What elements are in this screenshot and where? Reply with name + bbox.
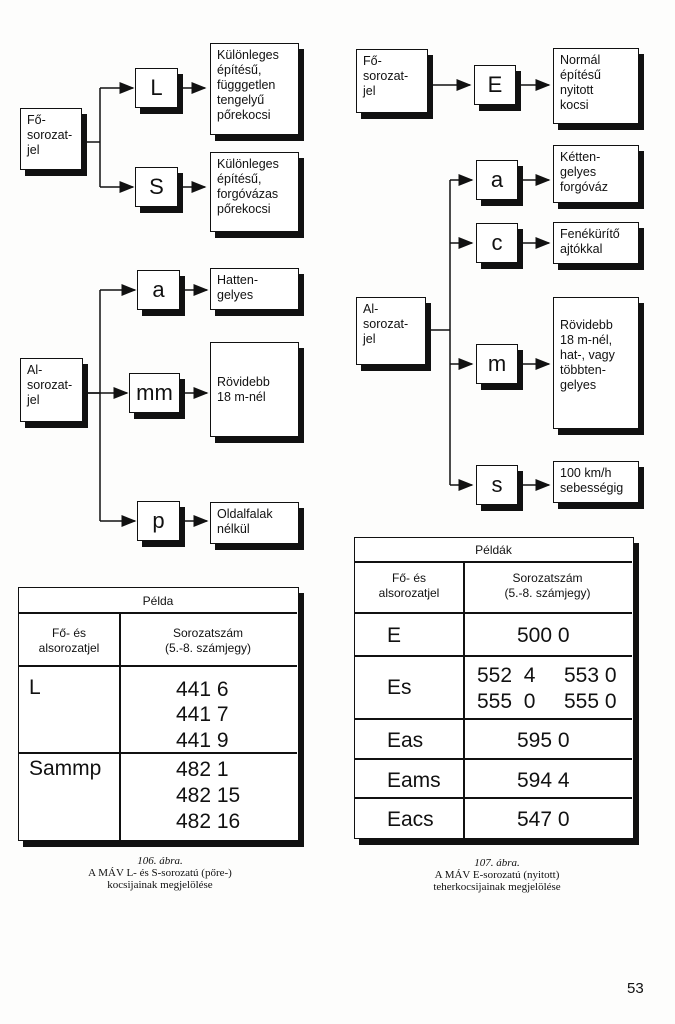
divider	[355, 612, 632, 614]
right-figure-caption: 107. ábra. A MÁV E-sorozatú (nyitott) te…	[397, 857, 597, 893]
right-code-box-E: E	[474, 65, 516, 105]
divider	[355, 718, 632, 720]
left-code-box-mm: mm	[129, 373, 180, 413]
right-table-col1-header: Fő- és alsorozatjel	[378, 571, 440, 600]
right-table-row2-num1: 552 4	[477, 664, 536, 687]
divider	[355, 797, 632, 799]
right-table-row2-code: Es	[387, 676, 412, 699]
right-examples-table: Példák Fő- és alsorozatjel Sorozatszám (…	[354, 537, 634, 839]
left-table-title: Példa	[142, 594, 174, 608]
right-caption-text: A MÁV E-sorozatú (nyitott) teherkocsijai…	[433, 869, 561, 893]
right-desc-box-a: Kétten- gelyes forgóváz	[553, 145, 639, 203]
divider	[355, 561, 632, 563]
left-table-row2-num2: 482 15	[176, 784, 241, 807]
divider	[119, 612, 121, 840]
right-desc-box-c: Fenékürítő ajtókkal	[553, 222, 639, 264]
left-table-row1-code: L	[29, 676, 41, 699]
right-table-row2-num2: 553 0	[564, 664, 617, 687]
left-table-row2-num1: 482 1	[176, 758, 229, 781]
right-desc-box-E: Normál építésű nyitott kocsi	[553, 48, 639, 124]
right-table-row3-num: 595 0	[517, 729, 570, 752]
left-table-row1-num3: 441 9	[176, 729, 229, 752]
left-table-col2-header: Sorozatszám (5.-8. számjegy)	[164, 626, 252, 655]
right-table-col2-header: Sorozatszám (5.-8. számjegy)	[504, 571, 591, 600]
right-caption-number: 107. ábra.	[474, 857, 520, 869]
left-code-box-a: a	[137, 270, 180, 310]
divider	[463, 561, 465, 838]
right-table-row1-code: E	[387, 624, 402, 647]
divider	[19, 612, 297, 614]
left-code-box-p: p	[137, 501, 180, 541]
left-desc-box-S: Különleges építésű, forgóvázas pőrekocsi	[210, 152, 299, 232]
page-number: 53	[627, 980, 644, 997]
left-caption-text: A MÁV L- és S-sorozatú (pőre-) kocsijain…	[88, 867, 232, 891]
right-code-box-m: m	[476, 344, 518, 384]
right-table-row1-num: 500 0	[517, 624, 570, 647]
right-main-series-box: Fő- sorozat- jel	[356, 49, 428, 113]
right-desc-box-m: Rövidebb 18 m-nél, hat-, vagy többten- g…	[553, 297, 639, 429]
right-code-box-a: a	[476, 160, 518, 200]
left-table-row2-num3: 482 16	[176, 810, 241, 833]
right-code-box-c: c	[476, 223, 518, 263]
right-table-title: Példák	[475, 543, 512, 557]
left-figure-caption: 106. ábra. A MÁV L- és S-sorozatú (pőre-…	[60, 855, 260, 891]
left-code-box-S: S	[135, 167, 178, 207]
divider	[355, 655, 632, 657]
left-code-box-L: L	[135, 68, 178, 108]
right-table-row2-num3: 555 0	[477, 690, 536, 713]
right-table-row3-code: Eas	[387, 729, 424, 752]
divider	[355, 758, 632, 760]
right-desc-box-s: 100 km/h sebességig	[553, 461, 639, 503]
left-table-row2-code: Sammp	[29, 757, 102, 780]
right-table-row5-code: Eacs	[387, 808, 434, 831]
left-table-row1-num2: 441 7	[176, 703, 229, 726]
left-desc-box-p: Oldalfalak nélkül	[210, 502, 299, 544]
right-table-row2-num4: 555 0	[564, 690, 617, 713]
right-table-row4-code: Eams	[387, 769, 441, 792]
right-table-row4-num: 594 4	[517, 769, 570, 792]
left-caption-number: 106. ábra.	[137, 855, 183, 867]
left-main-series-box: Fő- sorozat- jel	[20, 108, 82, 170]
right-code-box-s: s	[476, 465, 518, 505]
left-table-row1-num1: 441 6	[176, 678, 229, 701]
left-example-table: Példa Fő- és alsorozatjel Sorozatszám (5…	[18, 587, 299, 841]
right-table-row5-num: 547 0	[517, 808, 570, 831]
left-desc-box-mm: Rövidebb 18 m-nél	[210, 342, 299, 437]
left-desc-box-a: Hatten- gelyes	[210, 268, 299, 310]
divider	[19, 665, 297, 667]
left-desc-mm-text: Rövidebb 18 m-nél	[217, 374, 270, 404]
left-sub-series-box: Al- sorozat- jel	[20, 358, 83, 422]
left-table-col1-header: Fő- és alsorozatjel	[38, 626, 100, 655]
divider	[19, 752, 297, 754]
left-desc-box-L: Különleges építésű, függgetlen tengelyű …	[210, 43, 299, 135]
right-sub-series-box: Al- sorozat- jel	[356, 297, 426, 365]
